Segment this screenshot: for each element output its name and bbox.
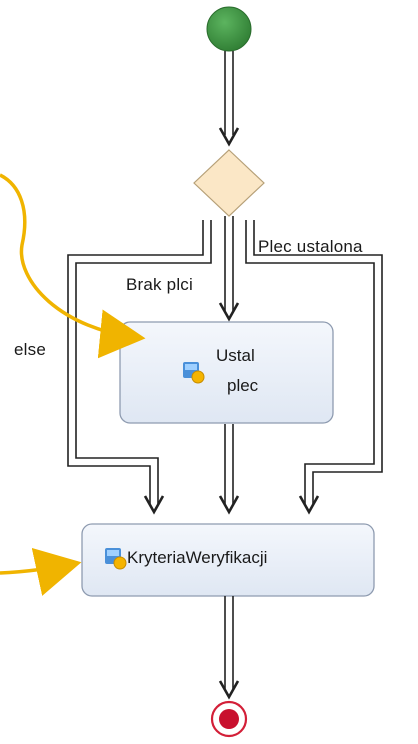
activity-ustal-plec[interactable] (119, 321, 334, 424)
edge-label-else: else (14, 340, 46, 359)
decision-node[interactable] (193, 149, 265, 217)
start-node[interactable] (206, 6, 252, 52)
connector-brak-plci (218, 216, 240, 322)
activity-ustal-plec-label-2: plec (227, 376, 259, 395)
connector-start-to-decision (218, 51, 240, 147)
activity-kryteria-weryfikacji[interactable] (81, 523, 375, 597)
activity-icon (183, 362, 205, 384)
connector-ustal-to-kryteria (218, 424, 240, 515)
end-node-dot (219, 709, 239, 729)
activity-ustal-plec-label-1: Ustal (216, 346, 255, 365)
activity-kryteria-label: KryteriaWeryfikacji (127, 548, 268, 567)
annotation-arrow-kryteria (0, 547, 82, 596)
annotation-arrow-ustal (0, 173, 146, 359)
edge-label-plec-ustalona: Plec ustalona (258, 237, 363, 256)
activity-icon (105, 548, 127, 570)
connector-plec-ustalona (245, 220, 383, 515)
connector-kryteria-to-end (218, 596, 240, 700)
edge-label-brak-plci: Brak plci (126, 275, 193, 294)
connector-else (67, 220, 212, 515)
